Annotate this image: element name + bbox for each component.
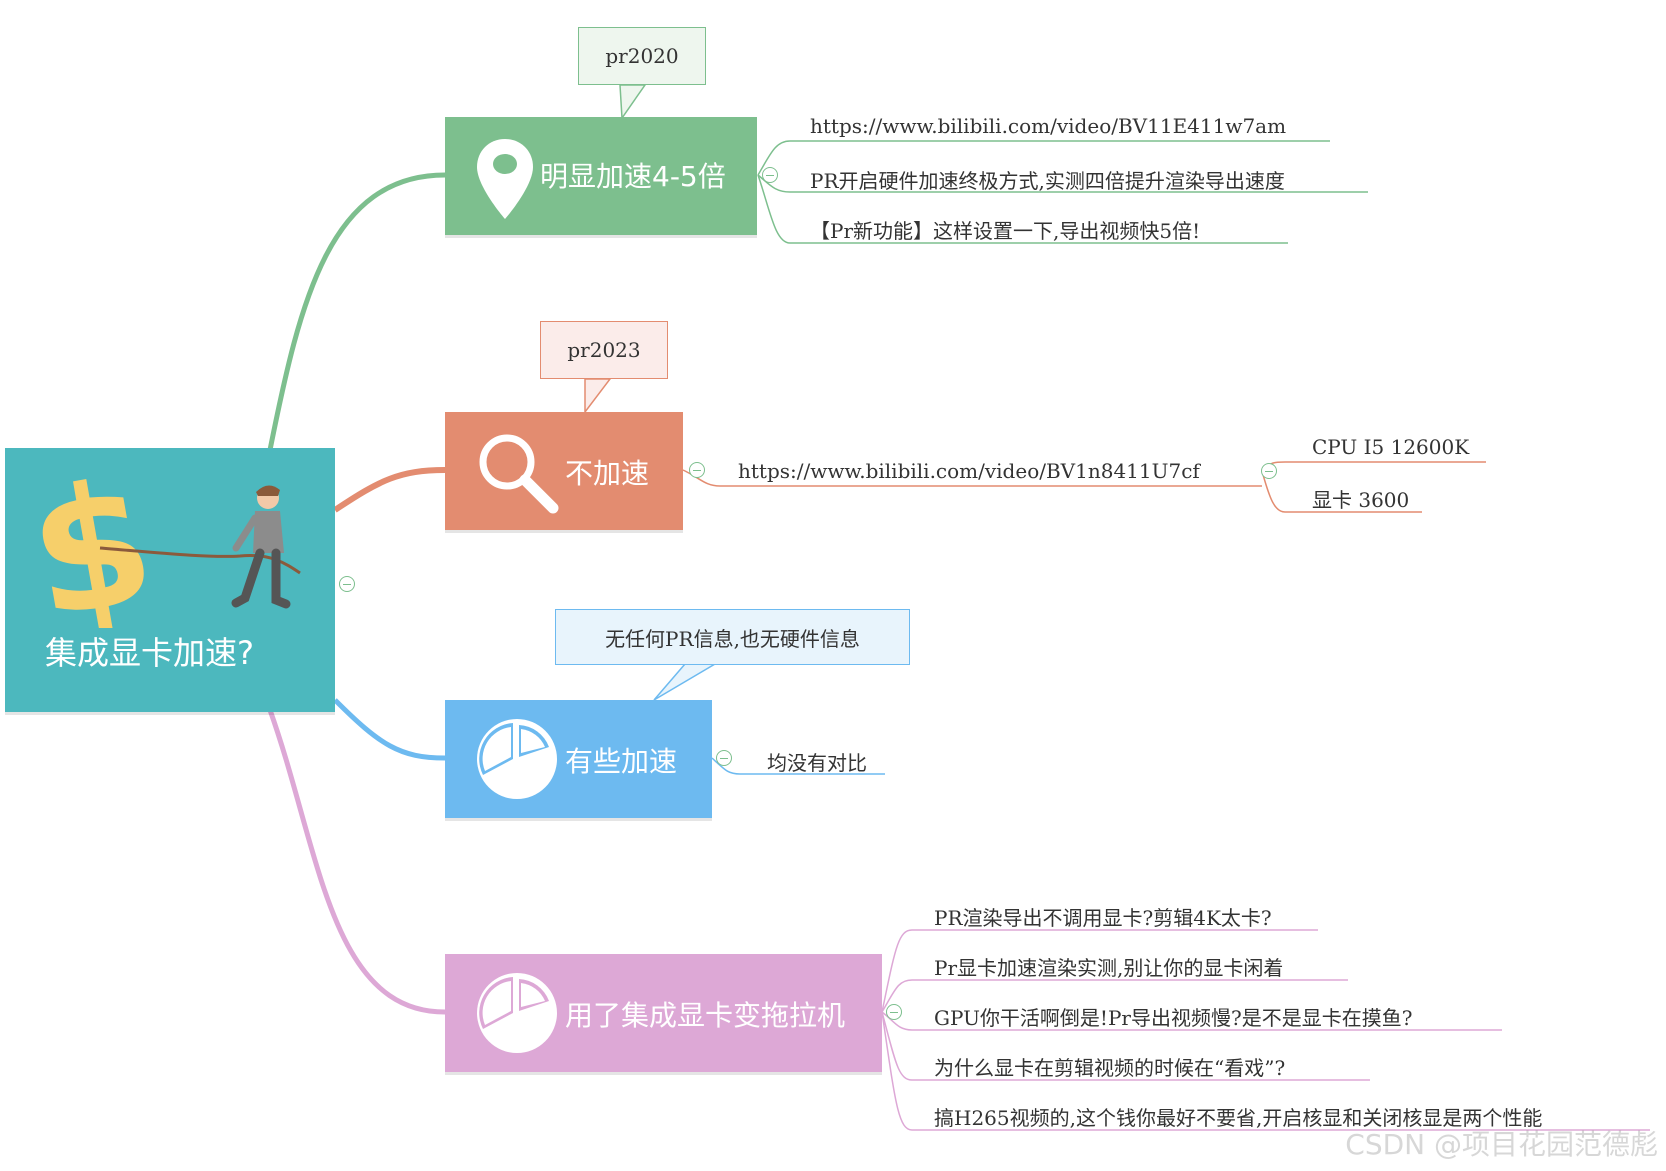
map-pin-icon	[475, 137, 535, 221]
dollar-tug-of-war-icon: $	[40, 478, 320, 628]
collapse-toggle-root[interactable]	[339, 576, 355, 592]
collapse-toggle-branch-4[interactable]	[886, 1004, 902, 1020]
subleaf-2-2[interactable]: 显卡 3600	[1312, 484, 1409, 513]
watermark: CSDN @项目花园范德彪	[1345, 1123, 1658, 1163]
pie-chart-icon	[475, 717, 559, 801]
root-topic[interactable]: $ 集成显卡加速?	[5, 448, 335, 712]
collapse-toggle-branch-1[interactable]	[762, 167, 778, 183]
leaf-1-1[interactable]: https://www.bilibili.com/video/BV11E411w…	[810, 114, 1286, 138]
leaf-4-4[interactable]: 为什么显卡在剪辑视频的时候在“看戏”?	[934, 1052, 1285, 1081]
subleaf-2-1[interactable]: CPU I5 12600K	[1312, 435, 1469, 459]
root-label: 集成显卡加速?	[45, 628, 254, 674]
connector-branch-1	[270, 175, 445, 450]
leaf-3-1[interactable]: 均没有对比	[767, 747, 867, 776]
branch-topic-1[interactable]: 明显加速4-5倍	[445, 117, 757, 235]
callout-pointer-3	[654, 664, 715, 700]
collapse-toggle-branch-2[interactable]	[689, 462, 705, 478]
connector-branch-2	[335, 470, 445, 510]
branch-topic-4[interactable]: 用了集成显卡变拖拉机	[445, 954, 882, 1072]
search-icon	[475, 430, 565, 520]
leaf-4-2[interactable]: Pr显卡加速渲染实测,别让你的显卡闲着	[934, 952, 1283, 981]
branch-topic-3[interactable]: 有些加速	[445, 700, 712, 818]
leaf-2-1[interactable]: https://www.bilibili.com/video/BV1n8411U…	[738, 459, 1200, 483]
branch-label-4: 用了集成显卡变拖拉机	[565, 994, 845, 1034]
callout-branch-1: pr2020	[578, 27, 706, 85]
leaf-1-3[interactable]: 【Pr新功能】这样设置一下,导出视频快5倍!	[810, 215, 1200, 244]
branch-topic-2[interactable]: 不加速	[445, 412, 683, 530]
callout-pointer-2	[585, 379, 610, 412]
branch-label-1: 明显加速4-5倍	[540, 155, 726, 195]
branch-label-3: 有些加速	[565, 740, 677, 780]
pie-chart-icon	[475, 971, 559, 1055]
leaf-4-3[interactable]: GPU你干活啊倒是!Pr导出视频慢?是不是显卡在摸鱼?	[934, 1002, 1412, 1031]
leaf-4-1[interactable]: PR渲染导出不调用显卡?剪辑4K太卡?	[934, 902, 1272, 931]
collapse-toggle-branch-3[interactable]	[716, 750, 732, 766]
callout-pointer-1	[620, 85, 645, 118]
callout-branch-3: 无任何PR信息,也无硬件信息	[555, 609, 910, 665]
callout-branch-2: pr2023	[540, 321, 668, 379]
branch-label-2: 不加速	[565, 452, 649, 492]
connector-branch-3	[335, 700, 445, 758]
leaf-1-2[interactable]: PR开启硬件加速终极方式,实测四倍提升渲染导出速度	[810, 165, 1285, 194]
collapse-toggle-leaf-2-1[interactable]	[1261, 463, 1277, 479]
connector-subleaf-2-1	[1262, 462, 1486, 471]
